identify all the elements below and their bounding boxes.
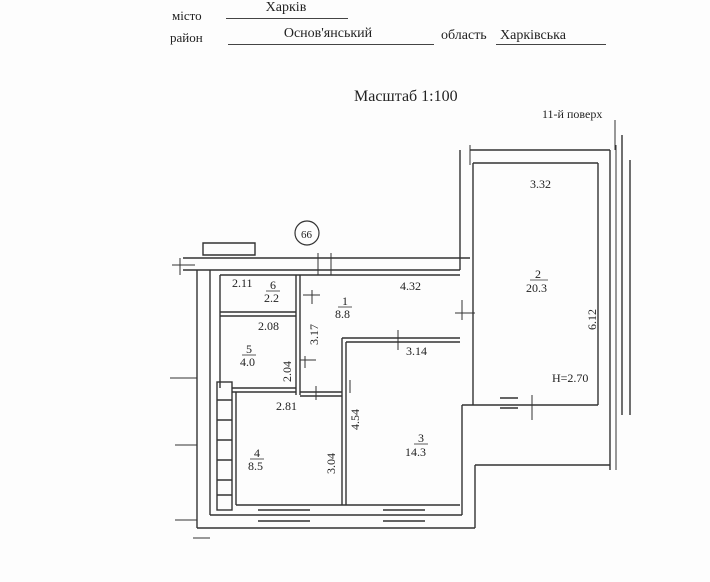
room-1-area: 8.8 (335, 307, 350, 321)
outer-wall-right-lower (461, 405, 476, 528)
room-3-number: 3 (418, 431, 424, 445)
wall-inner-top (219, 274, 460, 388)
dim-room4-length: 3.04 (324, 453, 338, 474)
wall-room3-left (341, 338, 347, 505)
outer-wall-room2-right (597, 150, 611, 470)
balcony-strip (216, 381, 233, 511)
wall-room1-lower (300, 391, 342, 397)
outer-wall-top-left (183, 257, 470, 271)
wall-room6-room5 (220, 311, 296, 317)
district-label: район (170, 30, 203, 45)
room-5-number: 5 (246, 342, 252, 356)
window-room2 (500, 397, 518, 409)
dim-room1-width: 4.32 (400, 279, 421, 293)
region-label: область (441, 28, 487, 43)
outer-wall-room2 (459, 149, 610, 405)
outer-wall-left (196, 270, 211, 528)
room-1-number: 1 (342, 294, 348, 308)
room-4-number: 4 (254, 446, 260, 460)
dim-room2-width: 3.32 (530, 177, 551, 191)
room-2-area: 20.3 (526, 281, 547, 295)
dim-room6-width: 2.11 (232, 276, 253, 290)
city-label: місто (172, 8, 202, 23)
dim-room2-length: 6.12 (585, 309, 599, 330)
dim-room5-height: 2.04 (280, 361, 294, 382)
dim-room1-height: 3.17 (307, 324, 321, 345)
room-5-area: 4.0 (240, 355, 255, 369)
wall-room5-room4 (232, 387, 296, 393)
city-underline (226, 18, 348, 19)
window-room4 (258, 509, 310, 522)
dim-room3-length: 4.54 (348, 409, 362, 430)
dim-room5-width: 2.08 (258, 319, 279, 333)
dim-room4-width: 2.81 (276, 399, 297, 413)
outer-wall-bottom (197, 514, 475, 529)
room-6-number: 6 (270, 278, 276, 292)
district-value: Основ'янський (283, 26, 373, 41)
window-top-left (202, 242, 256, 256)
window-room3 (383, 509, 425, 522)
region-value: Харківська (500, 28, 566, 43)
room-3-area: 14.3 (405, 445, 426, 459)
wall-room1-room3 (342, 337, 460, 343)
ceiling-height: H=2.70 (552, 371, 588, 385)
wall-room6-room1 (295, 275, 301, 395)
scale-label: Масштаб 1:100 (354, 88, 458, 105)
corridor-right (475, 135, 631, 466)
wall-room4-bottom (235, 392, 460, 506)
dim-room3-width: 3.14 (406, 344, 427, 358)
city-value: Харків (265, 0, 307, 15)
region-underline (496, 44, 606, 45)
room-2-number: 2 (535, 267, 541, 281)
district-underline (228, 44, 434, 45)
marker-circle (294, 220, 320, 246)
room-4-area: 8.5 (248, 459, 263, 473)
floor-label: 11-й поверх (542, 107, 602, 121)
marker-number: 66 (301, 229, 313, 241)
room-6-area: 2.2 (264, 291, 279, 305)
